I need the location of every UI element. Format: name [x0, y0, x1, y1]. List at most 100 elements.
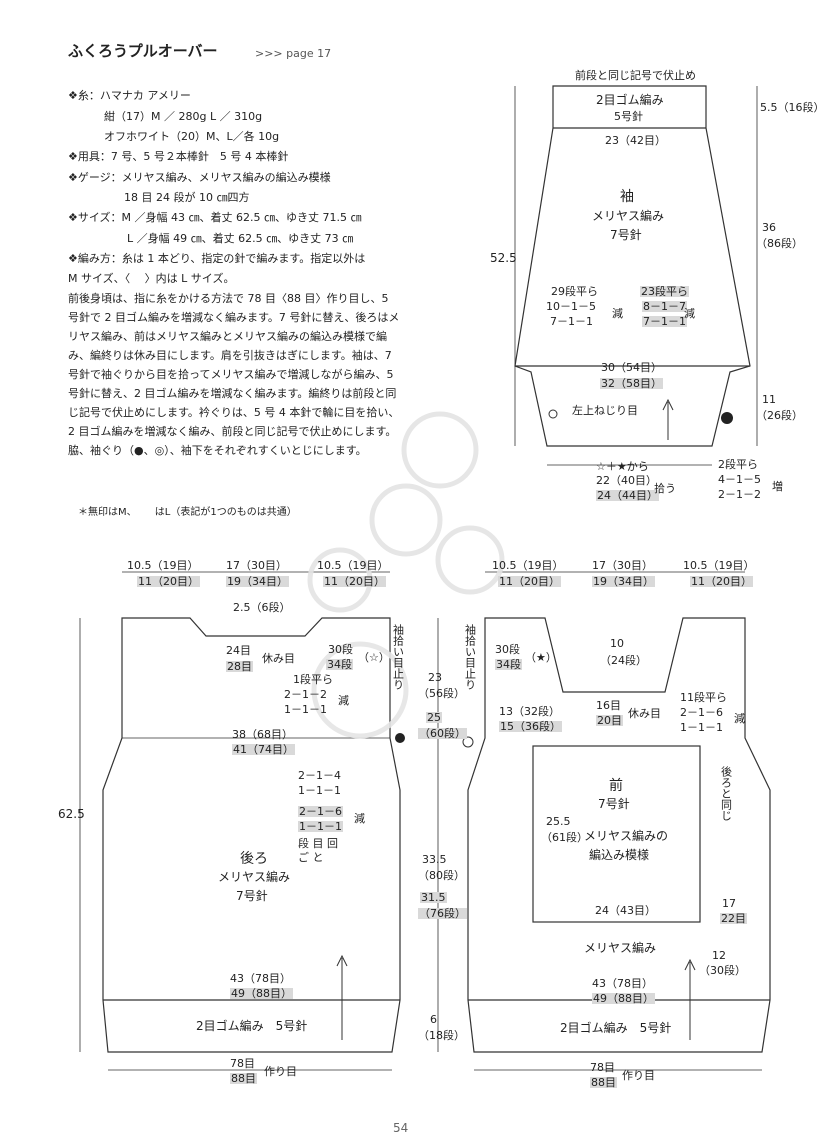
mid-body-m: 33.5 [422, 853, 447, 866]
back-chest-l: 41（74目） [232, 743, 295, 756]
method-line2: M サイズ、〈 〉内は L サイズ。 [68, 272, 235, 285]
front-neck-length: 10 [610, 637, 624, 650]
sleeve-dec-l-label: 減 [684, 307, 695, 320]
back-total-length: 62.5 [58, 807, 85, 821]
front-pattern-rows-l: 15（36段） [499, 720, 562, 733]
sleeve-cap-rows: （26段） [756, 409, 803, 422]
back-neck-m: 17（30目） [226, 559, 287, 572]
sleeve-inc3: 2－1－2 [718, 488, 761, 501]
front-neck-dec2: 2－1－6 [680, 706, 723, 719]
back-rest-m: 24目 [226, 644, 251, 657]
tools: ❖用具：7 号、5 号２本棒針 5 号 4 本棒針 [68, 150, 289, 163]
sleeve-outline [514, 85, 751, 447]
sleeve-inc1: 2段平ら [718, 458, 758, 471]
front-pattern-width: 24（43目） [595, 904, 656, 917]
back-legend: 段 目 回 [298, 837, 338, 850]
mid-arm-rows-l: （60段） [418, 727, 467, 740]
back-shoulder2-m: 10.5（19目） [317, 559, 389, 572]
sleeve-dec-l1: 23段平ら [640, 285, 689, 298]
gauge-line2: 18 目 24 段が 10 ㎝四方 [124, 191, 250, 204]
mid-body-m-rows: （80段） [418, 869, 465, 882]
sleeve-pickup-l: 24（44目） [596, 489, 659, 502]
back-dec6: 2－1－6 [298, 805, 343, 818]
front-arm-rows-l: 34段 [495, 658, 522, 671]
back-dec3: 1－1－1 [284, 703, 327, 716]
mid-arm-length-l: 25 [426, 711, 442, 724]
front-neck-dec3: 1－1－1 [680, 721, 723, 734]
back-rest-label: 休み目 [262, 652, 295, 665]
sleeve-inc2: 4－1－5 [718, 473, 761, 486]
sleeve-pickup-label: 拾う [654, 482, 676, 495]
front-shoulder2-m: 10.5（19目） [683, 559, 755, 572]
back-cast-l: 88目 [230, 1072, 257, 1085]
page-reference: >>> page 17 [255, 47, 332, 60]
sleeve-top-note: 前段と同じ記号で伏止め [575, 69, 696, 82]
back-cast-m: 78目 [230, 1057, 255, 1070]
back-shoulder-l: 11（20目） [137, 575, 200, 588]
front-cast-m: 78目 [590, 1061, 615, 1074]
front-star-filled: （★） [525, 651, 557, 664]
back-rest-l: 28目 [226, 660, 253, 673]
back-dec-label: 減 [338, 694, 349, 707]
sleeve-rib-length: 5.5（16段） [760, 101, 825, 114]
back-cast-label: 作り目 [264, 1065, 297, 1078]
sleeve-name: 袖 [620, 189, 634, 205]
back-hem-m: 43（78目） [230, 972, 291, 985]
sleeve-stitch: メリヤス編み [592, 209, 665, 223]
back-hem-l: 49（88目） [230, 987, 293, 1000]
front-neck-dec-label: 減 [734, 712, 745, 725]
yarn-label: ❖糸：ハマナカ アメリー [68, 89, 191, 102]
front-hem-m: 43（78目） [592, 977, 653, 990]
sleeve-dec-l3: 7－1－1 [642, 315, 687, 328]
size-note: ＊無印はM、 はL（表記が1つのものは共通） [78, 507, 297, 518]
front-neck-dec1: 11段平ら [680, 691, 727, 704]
front-neck-m: 17（30目） [592, 559, 653, 572]
front-cast-label: 作り目 [622, 1069, 655, 1082]
front-hem-l: 49（88目） [592, 992, 655, 1005]
size-line1: ❖サイズ：M ／身幅 43 ㎝、着丈 62.5 ㎝、ゆき丈 71.5 ㎝ [68, 211, 362, 224]
front-pattern-length-rows: （61段） [541, 831, 588, 844]
size-line2: L ／身幅 49 ㎝、着丈 62.5 ㎝、ゆき丈 73 ㎝ [127, 232, 354, 245]
front-arm-rows-m: 30段 [495, 643, 520, 656]
sleeve-needle: 7号針 [610, 228, 642, 242]
front-needle: 7号針 [598, 797, 630, 811]
sleeve-rib: 2目ゴム編み [596, 93, 664, 107]
sleeve-body-length: 36 [762, 221, 776, 234]
method-body: 前後身頃は、指に糸をかける方法で 78 目〈88 目〉作り目し、5 号針で 2 … [68, 292, 400, 457]
back-shoulder2-l: 11（20目） [323, 575, 386, 588]
back-shoulder-m: 10.5（19目） [127, 559, 199, 572]
front-side-m: 17 [722, 897, 736, 910]
mid-arm-length: 23 [428, 671, 442, 684]
sleeve-top-width: 23（42目） [605, 134, 666, 147]
front-name: 前 [609, 778, 623, 794]
page-title: ふくろうプルオーバー [68, 42, 218, 60]
sleeve-inc-label: 増 [772, 480, 783, 493]
front-rest-m: 16目 [596, 699, 621, 712]
back-dec7: 1－1－1 [298, 820, 343, 833]
back-needle: 7号針 [236, 889, 268, 903]
back-dec4: 2－1－4 [298, 769, 341, 782]
back-dec1: 1段平ら [293, 673, 333, 686]
sleeve-width-l: 32（58目） [600, 377, 663, 390]
sleeve-dec-m2: 10－1－5 [546, 300, 596, 313]
back-rib: 2目ゴム編み 5号針 [196, 1019, 308, 1033]
sleeve-dec-l2: 8－1－7 [642, 300, 687, 313]
front-low-rows: （30段） [699, 964, 746, 977]
sleeve-dec-m1: 29段平ら [551, 285, 598, 298]
back-neck-depth: 2.5（6段） [233, 601, 291, 614]
method-line1: ❖編み方：糸は 1 本どり、指定の針で編みます。指定以外は [68, 252, 366, 265]
front-rib: 2目ゴム編み 5号針 [560, 1021, 672, 1035]
sleeve-width-m: 30（54目） [601, 361, 662, 374]
sleeve-pickup-m: 22（40目） [596, 474, 657, 487]
back-outline [102, 617, 401, 1053]
back-side-pickup: 袖拾い目止り [391, 624, 405, 690]
front-cast-l: 88目 [590, 1076, 617, 1089]
back-stitch: メリヤス編み [218, 870, 291, 884]
back-dec2: 2－1－2 [284, 688, 327, 701]
page-number: 54 [393, 1121, 409, 1135]
back-arm-rows-m: 30段 [328, 643, 353, 656]
sleeve-cap-length: 11 [762, 393, 776, 406]
sleeve-rib-needle: 5号針 [614, 110, 643, 123]
front-shoulder-m: 10.5（19目） [492, 559, 564, 572]
front-pattern1: メリヤス編みの [584, 829, 669, 843]
